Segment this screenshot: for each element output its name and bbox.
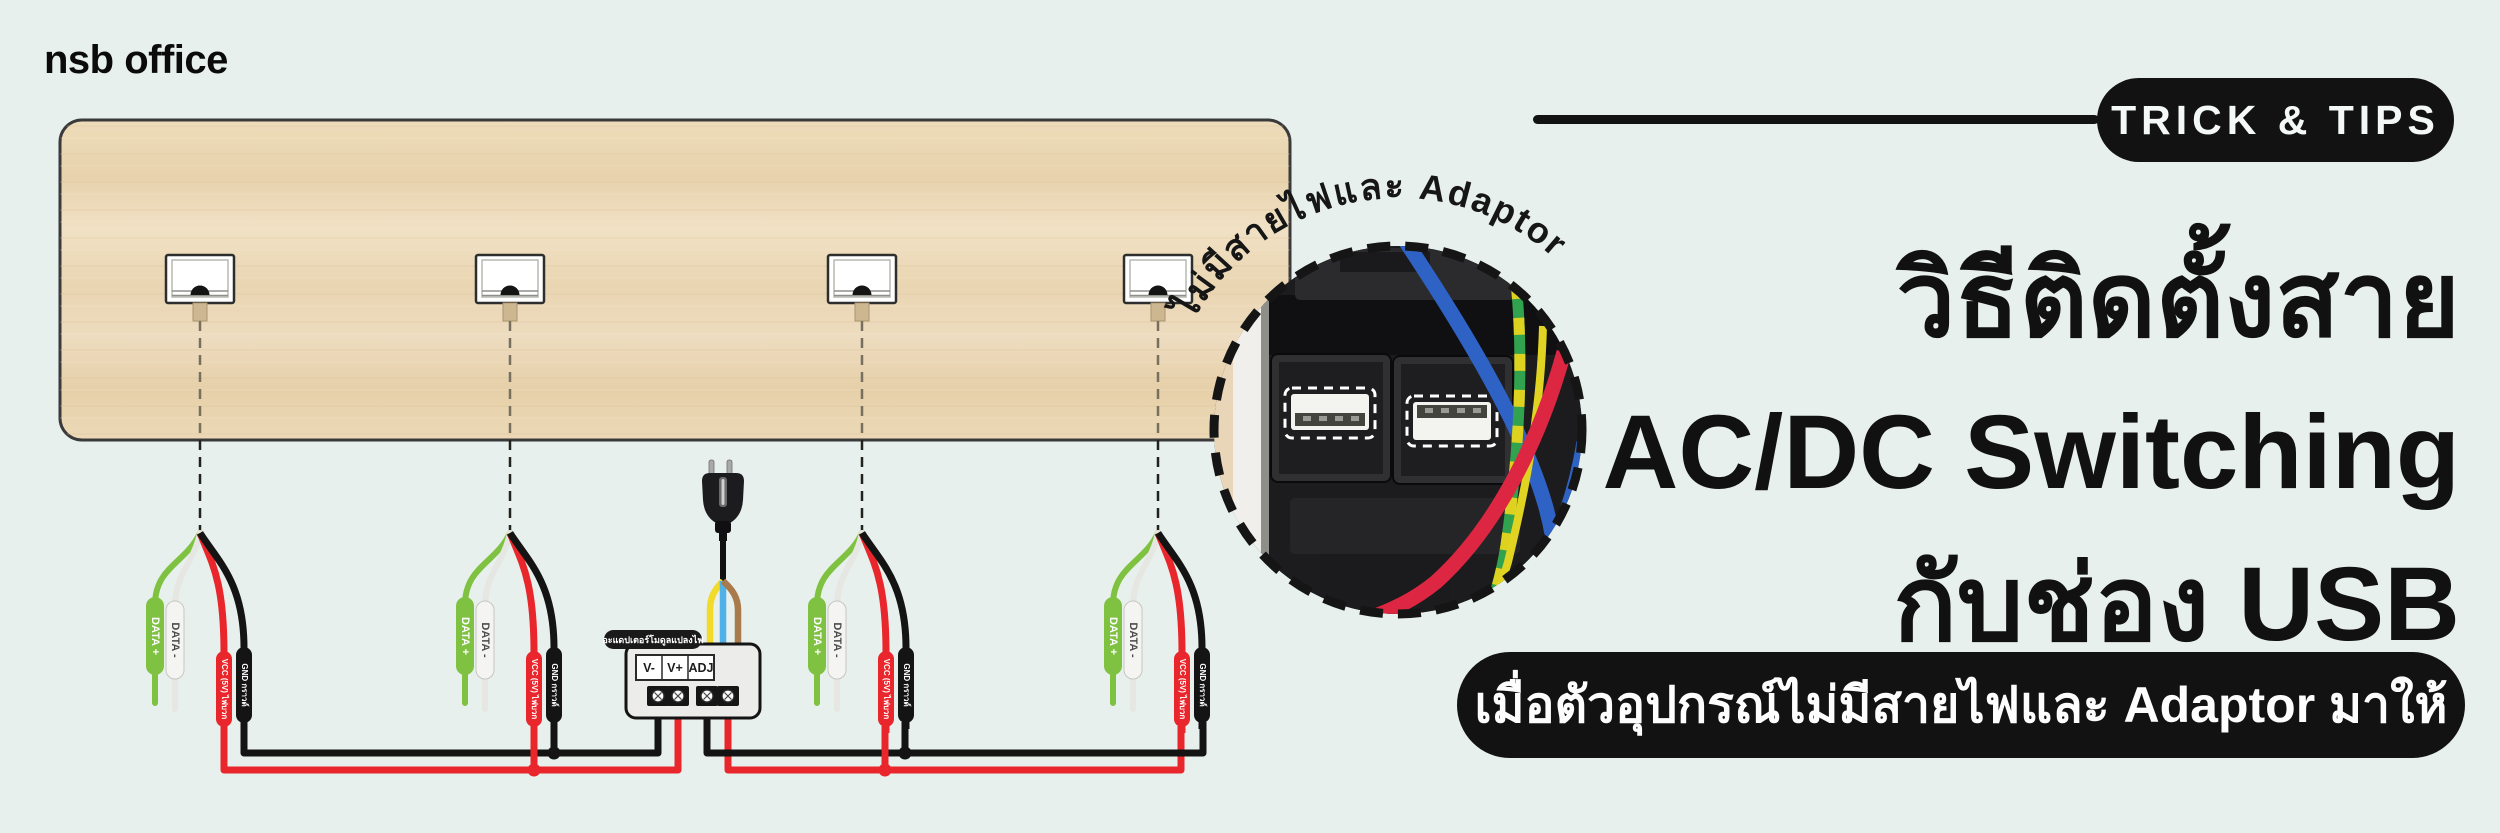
header-rule-line — [1533, 115, 2099, 124]
subtitle-banner-text: เมื่อตัวอุปกรณ์ไม่มีสายไฟและ Adaptor มาใ… — [1474, 676, 2448, 733]
screw-terminals — [647, 686, 739, 706]
adapter-terminal-strip — [635, 654, 715, 681]
vcc-bus-right — [724, 700, 1185, 774]
title-line-1: วิธีติดตั้งสาย — [1896, 242, 2460, 359]
usb-port-highlight-dashed — [1405, 394, 1499, 448]
acdc-adapter-module: V- V+ ADJ อะแดปเตอร์โมดูลแปลงไฟ — [602, 630, 762, 720]
desk-outlet-1 — [164, 253, 236, 305]
photo-device-groove — [1269, 295, 1582, 355]
desk-outlet-3 — [826, 253, 898, 305]
trick-tips-label: TRICK & TIPS — [2111, 96, 2440, 143]
usb-port-highlight-dashed — [1283, 386, 1377, 440]
photo-wire-red — [1367, 350, 1572, 614]
adapter-callout-pill — [604, 630, 702, 649]
gnd-bus-right — [703, 700, 1207, 757]
usb-photo-inset: ไม่มีสายไฟและ Adaptor — [1161, 165, 1587, 619]
vcc-bus-left — [220, 700, 682, 774]
desk-outlet-2 — [474, 253, 546, 305]
desk-wood-grain — [60, 120, 1290, 440]
gnd-bus-left — [240, 700, 662, 757]
gnd-junction-dot — [547, 746, 561, 760]
power-bus-wiring — [220, 700, 1207, 777]
vcc-junction-dot — [527, 763, 541, 777]
ground-wire-brown — [720, 578, 742, 647]
plug-neck — [719, 532, 727, 541]
inset-dashed-ring — [1209, 241, 1587, 619]
plug-slot-highlight — [721, 479, 725, 505]
terminal-label-vplus: V+ — [667, 661, 683, 675]
terminal-label-vminus: V- — [643, 661, 655, 675]
terminal-label-adj: ADJ — [688, 661, 713, 675]
gnd-junction-dot — [898, 746, 912, 760]
photo-device-bottom-bar — [1290, 498, 1520, 554]
ac-plug — [702, 459, 744, 647]
title-line-2: AC/DC Switching — [1602, 394, 2460, 511]
trick-tips-badge: TRICK & TIPS — [2097, 78, 2454, 162]
plug-neck — [715, 521, 731, 533]
photo-wire-gray — [1542, 519, 1582, 614]
subtitle-banner: เมื่อตัวอุปกรณ์ไม่มีสายไฟและ Adaptor มาใ… — [1457, 652, 2465, 758]
page-title: วิธีติดตั้งสาย AC/DC Switching กับช่อง U… — [1603, 225, 2460, 681]
photo-wire-ground-yellow-stripe — [1479, 281, 1526, 614]
brand-logo: nsb office — [44, 38, 228, 82]
vcc-junction-dot — [878, 763, 892, 777]
title-line-3: กับช่อง USB — [1893, 546, 2460, 663]
desk-panel — [58, 118, 1292, 442]
adapter-callout-label: อะแดปเตอร์โมดูลแปลงไฟ — [602, 634, 703, 646]
photo-metal-edge — [1261, 246, 1271, 614]
usb-port-a — [1270, 353, 1392, 483]
screw-cross-marks — [654, 692, 732, 700]
